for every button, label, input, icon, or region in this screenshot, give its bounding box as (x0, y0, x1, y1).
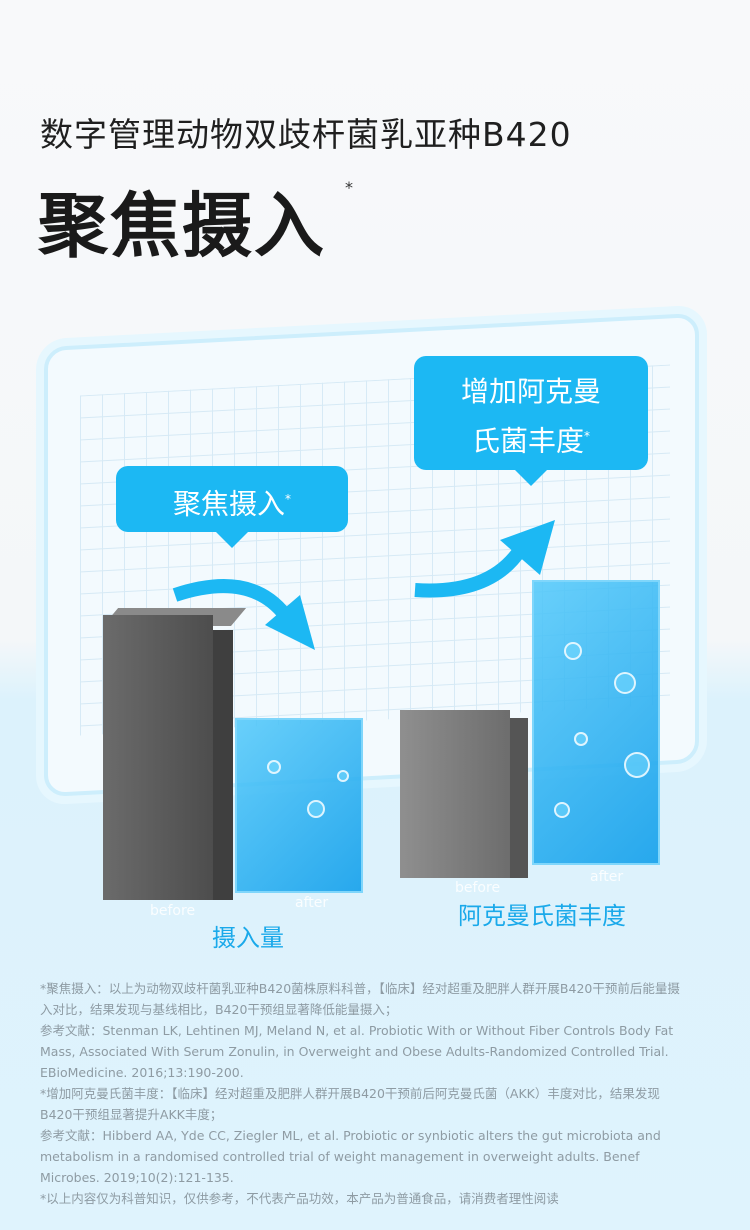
footnote: *增加阿克曼氏菌丰度：【临床】经对超重及肥胖人群开展B420干预前后阿克曼氏菌（… (40, 1086, 660, 1122)
bar-before-side (213, 630, 233, 900)
group-label-intake: 摄入量 (212, 924, 284, 952)
product-subtitle: 数字管理动物双歧杆菌乳亚种B420 (40, 115, 572, 154)
callout-line: 氏菌丰度 (471, 424, 584, 458)
curved-arrow-down-icon (172, 579, 315, 650)
after-label: after (295, 895, 329, 911)
callout-intake: 聚焦摄入* (116, 466, 348, 548)
cube-intake-after (235, 718, 363, 893)
curved-arrow-up-icon (414, 520, 555, 598)
footnote-mark: * (584, 429, 590, 443)
bar-akk-before-side (510, 718, 528, 878)
callout-line: 增加阿克曼 (460, 375, 601, 408)
after-label: after (590, 869, 624, 885)
page-title: 聚焦摄入 (38, 185, 326, 267)
reference: 参考文献：Hibberd AA, Yde CC, Ziegler ML, et … (40, 1128, 661, 1185)
group-label-akk: 阿克曼氏菌丰度 (458, 902, 626, 930)
footnotes: *聚焦摄入：以上为动物双歧杆菌乳亚种B420菌株原料科普，【临床】经对超重及肥胖… (40, 978, 680, 1209)
title-footnote-mark: * (345, 178, 353, 197)
reference: 参考文献：Stenman LK, Lehtinen MJ, Meland N, … (40, 1023, 674, 1080)
bar-akk-before (400, 710, 510, 878)
before-label: before (455, 880, 501, 896)
footnote-mark: * (285, 492, 291, 506)
disclaimer: *以上内容仅为科普知识，仅供参考，不代表产品功效，本产品为普通食品，请消费者理性… (40, 1191, 559, 1206)
bar-intake-before (103, 615, 213, 900)
callout-akk: 增加阿克曼氏菌丰度* (414, 356, 648, 486)
footnote: *聚焦摄入：以上为动物双歧杆菌乳亚种B420菌株原料科普，【临床】经对超重及肥胖… (40, 981, 680, 1017)
before-label: before (150, 903, 196, 919)
cube-akk-after (532, 580, 660, 865)
callout-text: 聚焦摄入 (172, 487, 285, 521)
